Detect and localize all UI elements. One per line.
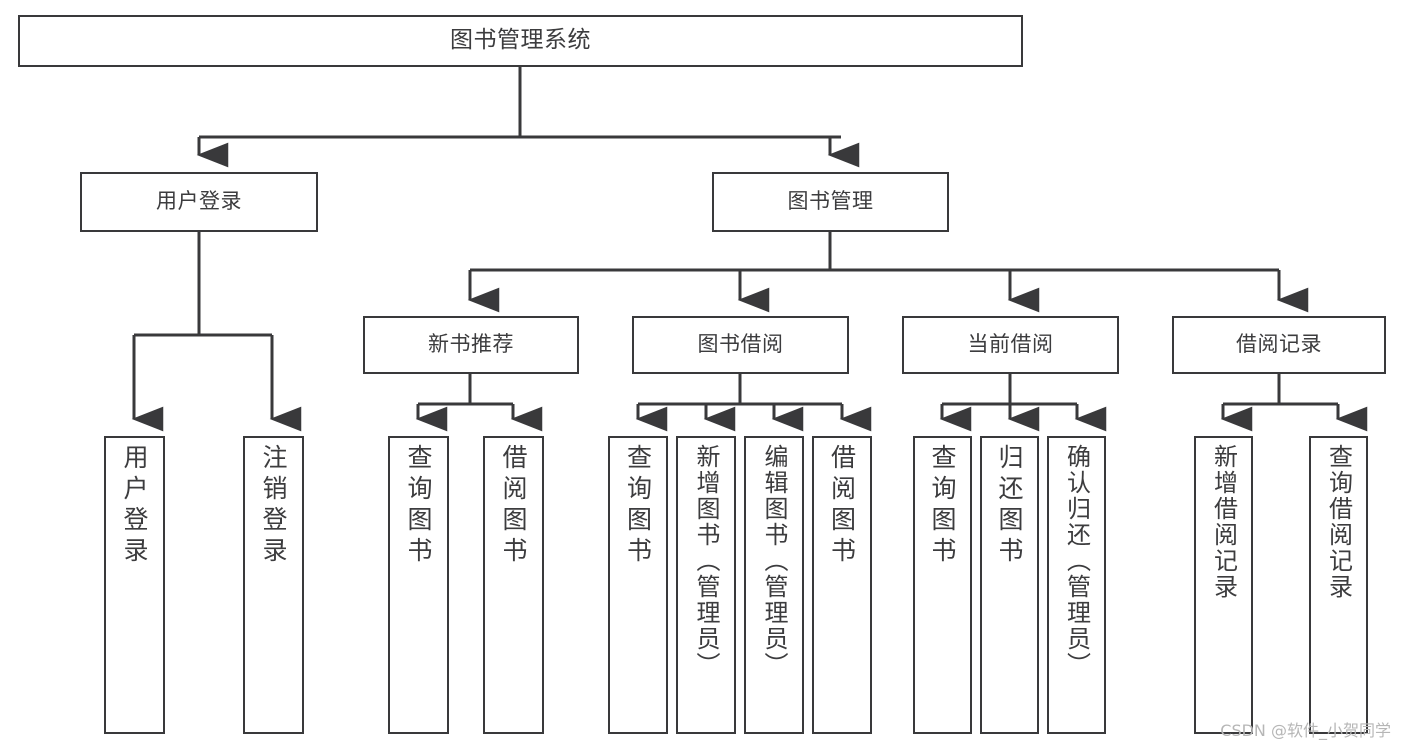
node-leaf-logout[interactable]: 注销登录	[243, 436, 304, 734]
node-book-borrow[interactable]: 图书借阅	[632, 316, 849, 374]
node-leaf-logout-label: 注销登录	[259, 444, 288, 568]
node-leaf-edit-book-admin[interactable]: 编辑图书（管理员）	[744, 436, 804, 734]
node-book-manage-label: 图书管理	[787, 189, 874, 214]
node-leaf-borrow-book-label: 借阅图书	[827, 444, 857, 568]
node-leaf-confirm-return-admin[interactable]: 确认归还（管理员）	[1047, 436, 1106, 734]
node-user-login[interactable]: 用户登录	[80, 172, 318, 232]
node-leaf-borrow-book-rec-label: 借阅图书	[499, 444, 528, 568]
node-root-label: 图书管理系统	[450, 27, 591, 54]
node-leaf-user-login-label: 用户登录	[120, 444, 149, 568]
node-leaf-add-book-admin[interactable]: 新增图书（管理员）	[676, 436, 736, 734]
node-leaf-confirm-return-admin-label: 确认归还（管理员）	[1062, 444, 1091, 678]
node-leaf-query-loan-record-label: 查询借阅记录	[1324, 444, 1353, 600]
node-root[interactable]: 图书管理系统	[18, 15, 1023, 67]
node-leaf-query-book-rec-label: 查询图书	[404, 444, 433, 568]
node-user-login-label: 用户登录	[156, 189, 242, 214]
node-leaf-query-book-borrow[interactable]: 查询图书	[608, 436, 668, 734]
node-loan-record[interactable]: 借阅记录	[1172, 316, 1386, 374]
node-loan-record-label: 借阅记录	[1236, 332, 1322, 357]
node-book-manage[interactable]: 图书管理	[712, 172, 949, 232]
node-leaf-user-login[interactable]: 用户登录	[104, 436, 165, 734]
node-leaf-query-book-borrow-label: 查询图书	[623, 444, 653, 568]
node-current-loan[interactable]: 当前借阅	[902, 316, 1119, 374]
node-current-loan-label: 当前借阅	[967, 332, 1054, 357]
node-new-book-rec[interactable]: 新书推荐	[363, 316, 579, 374]
node-leaf-return-book[interactable]: 归还图书	[980, 436, 1039, 734]
watermark: CSDN @软件_小贺同学	[1220, 721, 1391, 740]
node-leaf-add-loan-record-label: 新增借阅记录	[1209, 444, 1238, 600]
node-leaf-query-book-rec[interactable]: 查询图书	[388, 436, 449, 734]
node-leaf-add-book-admin-label: 新增图书（管理员）	[692, 444, 720, 678]
node-book-borrow-label: 图书借阅	[697, 332, 784, 357]
node-leaf-query-book-current-label: 查询图书	[928, 444, 957, 568]
node-leaf-borrow-book-rec[interactable]: 借阅图书	[483, 436, 544, 734]
node-leaf-borrow-book[interactable]: 借阅图书	[812, 436, 872, 734]
node-leaf-add-loan-record[interactable]: 新增借阅记录	[1194, 436, 1253, 734]
node-leaf-return-book-label: 归还图书	[995, 444, 1024, 568]
node-new-book-rec-label: 新书推荐	[428, 332, 514, 357]
node-leaf-query-loan-record[interactable]: 查询借阅记录	[1309, 436, 1368, 734]
node-leaf-edit-book-admin-label: 编辑图书（管理员）	[760, 444, 788, 678]
node-leaf-query-book-current[interactable]: 查询图书	[913, 436, 972, 734]
